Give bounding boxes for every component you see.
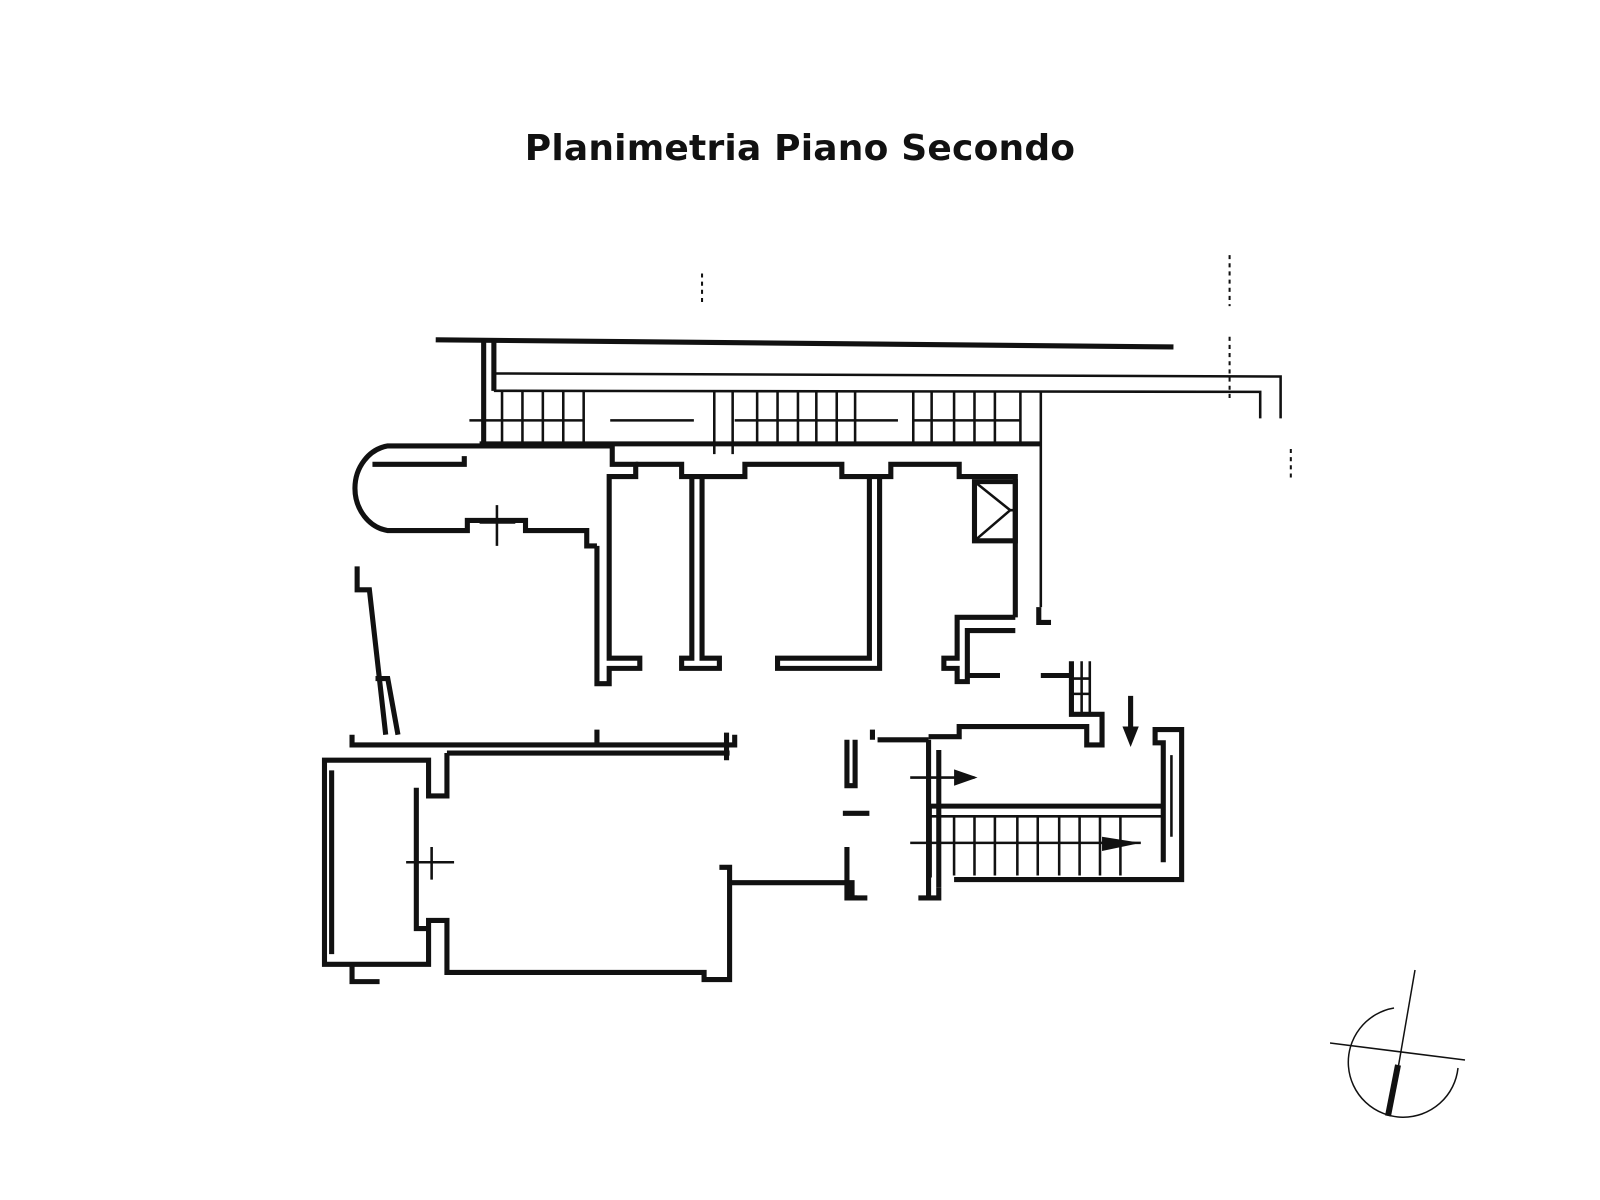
staircase-upper (928, 661, 1139, 748)
central-hall (842, 729, 942, 901)
staircase-lower (910, 727, 1185, 883)
terrace-railings (469, 390, 1043, 608)
left-rooms (321, 566, 868, 985)
rounded-balcony (352, 443, 613, 549)
upper-rooms (594, 445, 1072, 687)
down-arrow-icon (1122, 726, 1139, 747)
stair-arrow-icon (1102, 836, 1141, 852)
entry-arrow-icon (954, 769, 978, 786)
north-arrow-icon (1330, 969, 1466, 1118)
page-title: Planimetria Piano Secondo (524, 128, 1076, 169)
